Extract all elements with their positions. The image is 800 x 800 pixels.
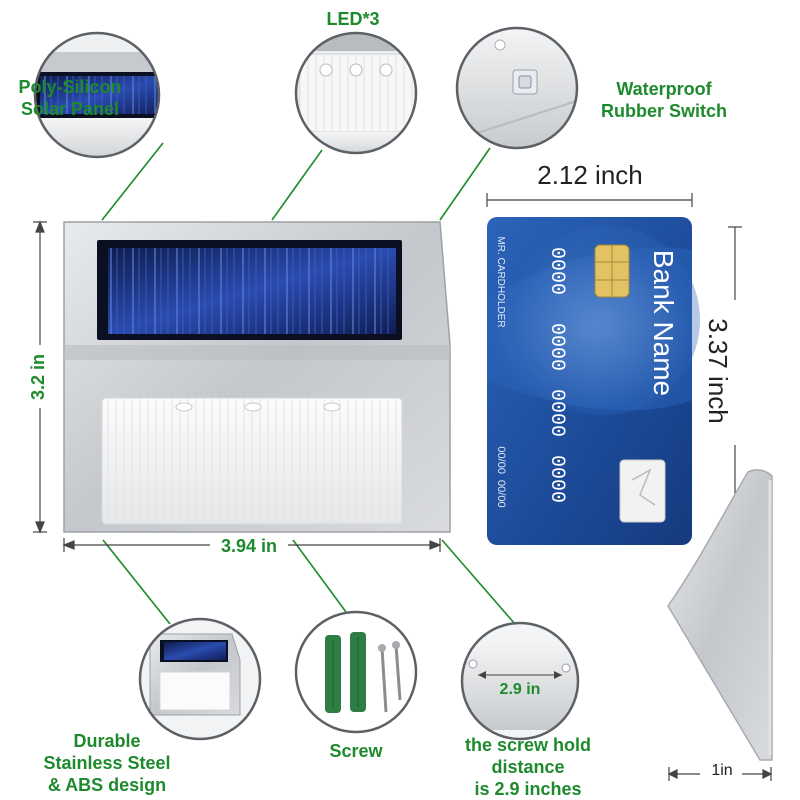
card-holder: MR. CARDHOLDER bbox=[495, 236, 506, 328]
solar-panel-label-line2: Solar Panel bbox=[20, 99, 120, 119]
depth-dimension bbox=[667, 767, 773, 781]
screw-hold-label-line3: is 2.9 inches bbox=[474, 779, 582, 799]
screw-hold-label: the screw hold distance is 2.9 inches bbox=[443, 734, 613, 800]
depth-label: 1in bbox=[711, 762, 733, 779]
screw-hold-zoom bbox=[460, 621, 580, 741]
solar-step-light bbox=[63, 221, 451, 533]
height-dimension bbox=[33, 220, 47, 534]
screw-hold-label-line1: the screw hold bbox=[464, 735, 592, 755]
durable-label-line1: Durable bbox=[73, 731, 141, 751]
card-height-label: 3.37 inch bbox=[703, 318, 733, 424]
durable-zoom bbox=[138, 617, 262, 741]
card-bank-name: Bank Name bbox=[648, 249, 679, 397]
switch-zoom bbox=[455, 26, 579, 150]
durable-label-line3: & ABS design bbox=[47, 775, 167, 795]
screw-zoom bbox=[294, 610, 418, 734]
card-number-group: 0000 bbox=[545, 246, 568, 295]
side-view bbox=[667, 469, 773, 761]
width-dimension bbox=[62, 538, 442, 552]
callout-lines bbox=[101, 142, 516, 625]
screw-hold-dim-label: 2.9 in bbox=[499, 681, 541, 698]
durable-label-line2: Stainless Steel bbox=[43, 753, 171, 773]
screw-hold-label-line2: distance bbox=[491, 757, 565, 777]
solar-panel-label-line1: Poly-Silicon bbox=[18, 77, 122, 97]
durable-label: Durable Stainless Steel & ABS design bbox=[22, 730, 192, 796]
led-label: LED*3 bbox=[326, 9, 380, 29]
width-label: 3.94 in bbox=[220, 536, 278, 556]
card-number-group: 0000 bbox=[545, 454, 568, 503]
card-expiry: 00/00 00/00 bbox=[495, 446, 507, 508]
switch-label-line1: Waterproof bbox=[616, 79, 712, 99]
led-zoom bbox=[294, 31, 418, 155]
credit-card bbox=[487, 217, 700, 545]
led-lamps bbox=[175, 402, 341, 412]
height-label: 3.2 in bbox=[28, 353, 48, 401]
card-width-label: 2.12 inch bbox=[537, 160, 643, 190]
switch-label: Waterproof Rubber Switch bbox=[594, 78, 734, 122]
screw-label: Screw bbox=[329, 741, 383, 761]
solar-panel-label: Poly-Silicon Solar Panel bbox=[10, 76, 130, 120]
switch-label-line2: Rubber Switch bbox=[600, 101, 727, 121]
